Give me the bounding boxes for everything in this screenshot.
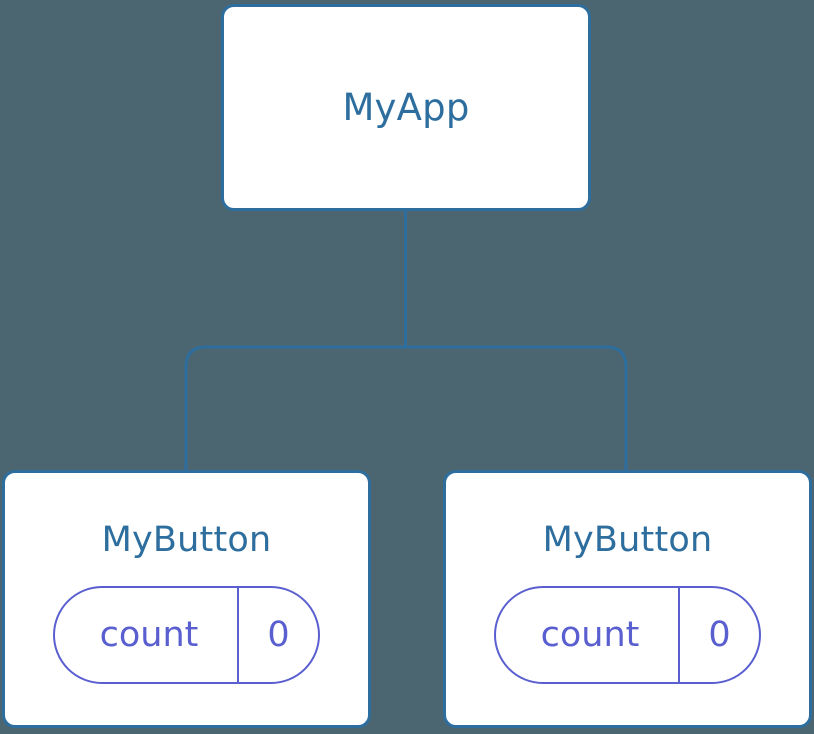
component-node-title: MyApp [342, 86, 470, 129]
state-value-label: 0 [678, 588, 759, 682]
component-node-root[interactable]: MyApp [221, 4, 591, 211]
connector-to-right-child [405, 345, 628, 472]
component-node-title: MyButton [542, 520, 713, 560]
connector-to-left-child [184, 345, 406, 472]
state-key-label: count [99, 614, 199, 655]
state-pill[interactable]: count 0 [494, 586, 761, 684]
state-value-label: 0 [237, 588, 318, 682]
state-key-label: count [540, 614, 640, 655]
component-node-title: MyButton [101, 520, 272, 560]
component-node-child-1[interactable]: MyButton count 0 [2, 470, 371, 728]
state-pill[interactable]: count 0 [53, 586, 320, 684]
component-node-child-2[interactable]: MyButton count 0 [443, 470, 812, 728]
